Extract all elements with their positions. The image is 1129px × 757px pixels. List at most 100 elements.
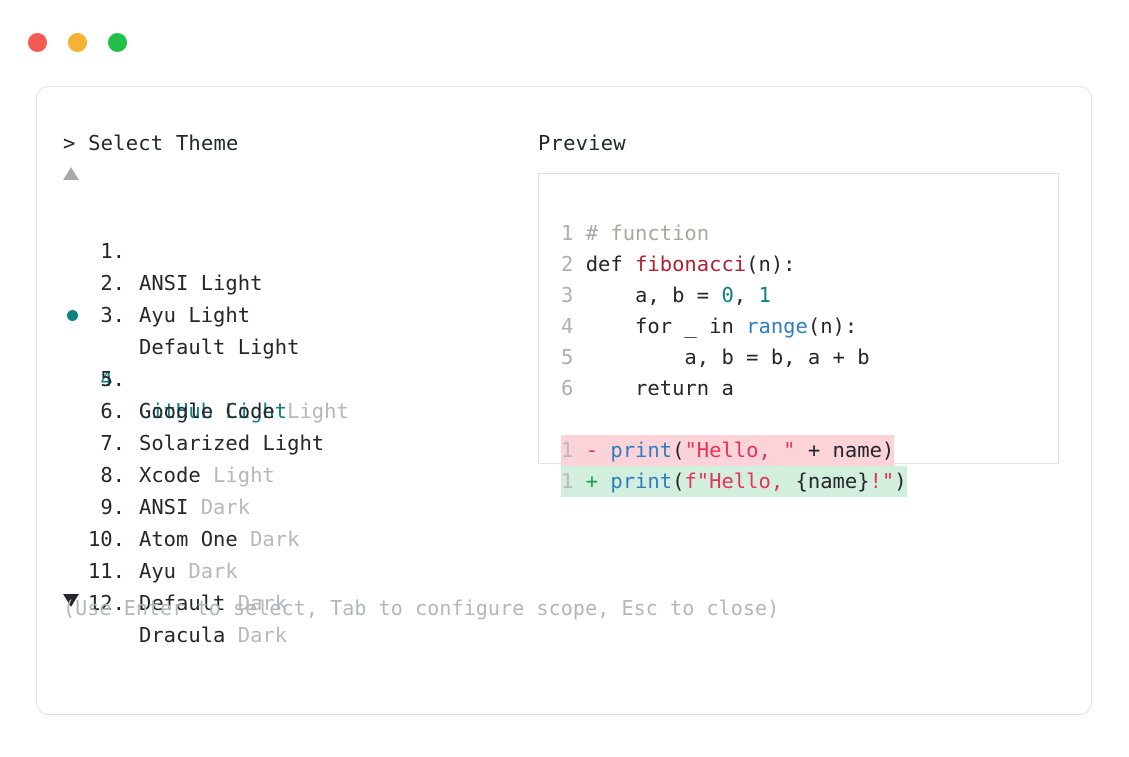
diff-minus-marker: - — [585, 438, 611, 462]
code-interpolation: {name} — [795, 469, 870, 493]
list-item[interactable]: 6. Solarized Light — [63, 363, 503, 455]
code-comment: # function — [585, 221, 710, 245]
list-item-number: 10. — [87, 527, 125, 551]
line-number: 1 — [561, 221, 586, 245]
code-number: 0 — [721, 283, 734, 307]
list-item-selected[interactable]: 4. GitHub Light — [63, 299, 503, 423]
list-item[interactable]: 2. Ayu Light — [63, 235, 503, 327]
selected-bullet-icon — [67, 310, 78, 321]
list-item-suffix: Light — [213, 463, 275, 487]
code-function-name: fibonacci — [635, 252, 747, 276]
list-item-label: Ayu Dark — [139, 559, 238, 583]
list-item-label: Google Code Light — [139, 399, 349, 423]
line-number: 3 — [561, 283, 586, 307]
list-item-label: Default Dark — [139, 591, 288, 615]
theme-list[interactable]: 1. ANSI Light 2. Ayu Light 3. Default Li… — [63, 203, 503, 647]
line-number: 1 — [561, 438, 586, 462]
list-item[interactable]: 5. Google Code Light — [63, 331, 503, 423]
code-text: for _ in — [585, 314, 747, 338]
list-item-number: 2. — [100, 271, 125, 295]
diff-added-row: 1 + print(f"Hello, {name}!") — [561, 466, 907, 497]
code-line: 4 for _ in range(n): — [561, 311, 907, 342]
code-line: 1 # function — [561, 218, 907, 249]
list-item-label: Default Light — [139, 335, 300, 359]
theme-picker-card: > Select Theme 1. ANSI Light 2. Ayu Ligh… — [36, 86, 1092, 715]
code-string: "Hello, " — [684, 438, 796, 462]
list-item-suffix: Dark — [200, 495, 251, 519]
list-item-suffix: Light — [237, 335, 300, 359]
list-item[interactable]: 3. Default Light — [63, 267, 503, 359]
line-number: 1 — [561, 469, 586, 493]
code-text: return a — [585, 376, 734, 400]
code-keyword: def — [585, 252, 636, 276]
page-title: > Select Theme — [63, 131, 239, 155]
code-line: 3 a, b = 0, 1 — [561, 280, 907, 311]
list-item-label: GitHub Light — [139, 399, 288, 423]
code-text: ( — [672, 438, 685, 462]
list-item-number: 8. — [100, 463, 125, 487]
list-item-suffix: Light — [287, 399, 349, 423]
code-line: 6 return a — [561, 373, 907, 404]
list-item[interactable]: 10. Ayu Dark — [63, 491, 503, 583]
list-item-label: ANSI Dark — [139, 495, 251, 519]
code-number: 1 — [758, 283, 771, 307]
diff-removed-line: 1 - print("Hello, " + name) — [561, 435, 895, 466]
list-item-number: 7. — [100, 431, 125, 455]
list-item-suffix: Dark — [237, 591, 288, 615]
code-text: , — [733, 283, 759, 307]
list-item-number: 9. — [100, 495, 125, 519]
list-item-number: 6. — [100, 399, 125, 423]
list-item[interactable]: 12. Dracula Dark — [63, 555, 503, 647]
code-builtin: range — [746, 314, 808, 338]
code-text: a, b = — [585, 283, 722, 307]
list-item[interactable]: 7. Xcode Light — [63, 395, 503, 487]
code-block: 1 # function 2 def fibonacci(n): 3 a, b … — [561, 218, 907, 497]
line-number: 4 — [561, 314, 586, 338]
list-item-number: 1. — [100, 239, 125, 263]
list-item[interactable]: 1. ANSI Light — [63, 203, 503, 295]
code-builtin: print — [610, 438, 673, 462]
list-item-label: Dracula Dark — [139, 623, 288, 647]
list-item-suffix: Light — [188, 303, 251, 327]
list-item-label: Solarized Light — [139, 431, 325, 455]
diff-plus-marker: + — [585, 469, 611, 493]
preview-title: Preview — [538, 131, 626, 155]
list-item-number: 11. — [87, 559, 125, 583]
code-blank-line — [561, 404, 907, 435]
list-item[interactable]: 8. ANSI Dark — [63, 427, 503, 519]
list-item-suffix: Light — [225, 399, 288, 423]
code-text: a, b = b, a + b — [585, 345, 870, 369]
code-text: (n): — [746, 252, 796, 276]
list-item-suffix: Dark — [250, 527, 300, 551]
code-text: + name) — [795, 438, 895, 462]
list-item-label: ANSI Light — [139, 271, 263, 295]
maximize-button[interactable] — [108, 33, 127, 52]
list-item-suffix: Light — [262, 431, 325, 455]
list-item[interactable]: 9. Atom One Dark — [63, 459, 503, 551]
list-item-suffix: Light — [200, 271, 263, 295]
list-item-number: 5. — [100, 367, 125, 391]
list-item-number: 12. — [87, 591, 125, 615]
triangle-down-icon[interactable] — [63, 594, 79, 607]
close-button[interactable] — [28, 33, 47, 52]
code-text: ) — [894, 469, 907, 493]
window-controls — [28, 33, 127, 52]
minimize-button[interactable] — [68, 33, 87, 52]
diff-removed-row: 1 - print("Hello, " + name) — [561, 435, 907, 466]
triangle-up-icon[interactable] — [63, 167, 79, 180]
code-line: 5 a, b = b, a + b — [561, 342, 907, 373]
code-string: f"Hello, — [684, 469, 796, 493]
code-line: 2 def fibonacci(n): — [561, 249, 907, 280]
list-item-number: 4. — [100, 367, 125, 391]
list-item-label: Xcode Light — [139, 463, 275, 487]
line-number: 2 — [561, 252, 586, 276]
diff-added-line: 1 + print(f"Hello, {name}!") — [561, 466, 907, 497]
list-item-label: Ayu Light — [139, 303, 251, 327]
code-text: (n): — [807, 314, 858, 338]
list-item[interactable]: 11. Default Dark — [63, 523, 503, 615]
list-item-number: 3. — [100, 303, 125, 327]
code-preview-box: 1 # function 2 def fibonacci(n): 3 a, b … — [538, 173, 1059, 497]
code-string: !" — [869, 469, 895, 493]
list-item-suffix: Dark — [188, 559, 238, 583]
